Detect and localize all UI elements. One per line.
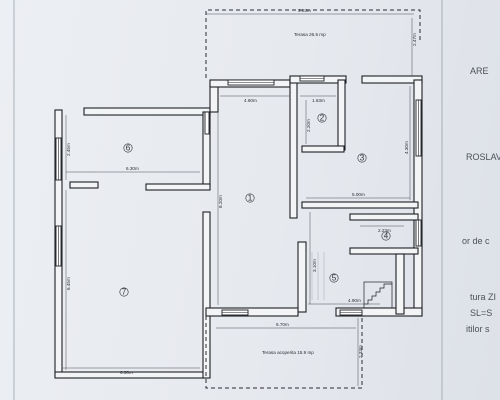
dim-6-70: 6.70m <box>276 322 289 327</box>
dim-4-30: 4.30m <box>404 141 409 154</box>
dim-top-width: 9.93m <box>298 8 311 13</box>
room-number-6: 6 <box>126 144 131 153</box>
terrace-top-label: Terasa 26.5 mp <box>294 32 326 37</box>
room-number-3: 3 <box>360 154 365 163</box>
wall <box>209 83 219 113</box>
dim-2-23: 2.23m <box>378 228 391 233</box>
side-text-line: ARE <box>470 66 489 76</box>
wall <box>349 213 419 221</box>
side-text-line: ROSLAV <box>466 152 500 162</box>
side-text-line: itilor s <box>466 324 490 334</box>
windows <box>55 75 422 316</box>
room-number-4: 4 <box>384 232 389 241</box>
room-number-7: 7 <box>122 288 127 297</box>
dim-2-45: 2.45m <box>66 143 71 156</box>
dimension-lines <box>62 13 414 386</box>
side-text: ARE ROSLAV or de c tura ZI SL=S itilor s <box>462 66 500 334</box>
room-number-2: 2 <box>320 114 325 123</box>
wall <box>361 75 423 84</box>
side-text-line: or de c <box>462 236 490 246</box>
dim-4-90: 4.90m <box>348 298 361 303</box>
dim-3-10: 3.10m <box>312 259 317 272</box>
wall <box>337 79 346 151</box>
wall <box>297 241 307 313</box>
wall <box>301 201 419 209</box>
dim-4-60: 4.60m <box>244 98 257 103</box>
wall <box>301 145 345 153</box>
dim-6-30-b: 6.30m <box>120 370 133 375</box>
wall <box>205 307 299 317</box>
wall <box>349 247 419 255</box>
terrace-bottom-outline <box>205 316 363 389</box>
room-numbers: 1 2 3 4 5 6 7 <box>119 113 391 297</box>
wall <box>145 183 211 191</box>
terrace-bottom-label: Terasa acoperita 15.9 mp <box>262 350 314 355</box>
dim-top-right: 2.47m <box>412 33 417 46</box>
dim-5-00: 5.00m <box>352 192 365 197</box>
wall <box>83 107 211 116</box>
wall <box>395 253 405 315</box>
stairs <box>363 281 393 309</box>
dim-6-30-a: 6.30m <box>126 166 139 171</box>
dim-8-20: 8.20m <box>218 195 223 208</box>
wall <box>289 77 298 219</box>
side-text-line: SL=S <box>470 308 492 318</box>
window <box>204 111 210 135</box>
dim-6-45: 6.45m <box>66 277 71 290</box>
terrace-top-outline <box>205 9 421 78</box>
floor-texture <box>305 252 325 300</box>
room-number-1: 1 <box>248 194 253 203</box>
side-text-line: tura ZI <box>470 292 496 302</box>
room-number-5: 5 <box>332 274 337 283</box>
dim-2-20: 2.20m <box>306 119 311 132</box>
dim-2-33: 2.33m <box>358 345 363 358</box>
wall <box>202 211 211 379</box>
dim-1-63: 1.63m <box>312 98 325 103</box>
wall <box>69 181 99 189</box>
dimension-texts: 9.93m 2.47m 4.60m 1.63m 2.20m 4.30m 2.45… <box>66 8 417 375</box>
